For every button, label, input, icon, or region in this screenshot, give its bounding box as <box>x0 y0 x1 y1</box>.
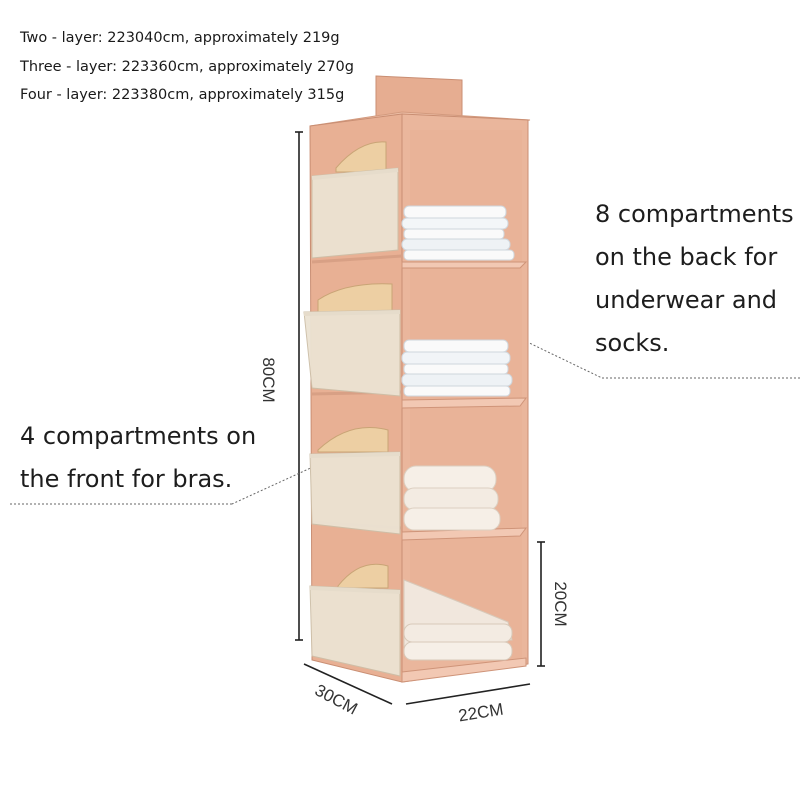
hanging-organizer <box>303 75 531 683</box>
spec-two-layer: Two - layer: 223040cm, approximately 219… <box>20 30 340 46</box>
folded-blanket <box>403 579 513 661</box>
shelf <box>401 397 528 409</box>
shelf <box>401 657 527 683</box>
spec-three-layer: Three - layer: 223360cm, approximately 2… <box>20 58 354 75</box>
folded-shirts <box>401 339 513 397</box>
callout-line: socks. <box>595 329 670 357</box>
mesh-pocket <box>311 141 399 259</box>
shelf <box>401 261 528 269</box>
layer-specifications: Two - layer: 223040cm, approximately 219… <box>20 24 354 110</box>
callout-line: on the back for <box>595 243 778 271</box>
mesh-pocket <box>303 283 401 397</box>
shelf-height-dimension-label: 20CM <box>551 581 570 627</box>
callout-line: 4 compartments on <box>20 422 257 450</box>
callout-line: the front for bras. <box>20 465 233 493</box>
folded-shirts <box>401 205 515 261</box>
width-dimension-line <box>405 683 531 705</box>
back-compartments-callout: 8 compartments on the back for underwear… <box>595 193 794 365</box>
spec-four-layer: Four - layer: 223380cm, approximately 31… <box>20 87 345 103</box>
front-compartments-callout: 4 compartments on the front for bras. <box>20 415 256 501</box>
callout-line: underwear and <box>595 286 778 314</box>
height-dimension-label: 80CM <box>259 357 278 403</box>
rolled-towel <box>403 465 501 531</box>
mesh-pocket <box>309 563 401 677</box>
callout-line: 8 compartments <box>595 200 794 228</box>
shelf-height-dimension-line <box>537 541 545 667</box>
height-dimension-line <box>295 131 303 641</box>
mesh-pocket <box>309 427 401 535</box>
depth-dimension-line <box>303 663 393 705</box>
